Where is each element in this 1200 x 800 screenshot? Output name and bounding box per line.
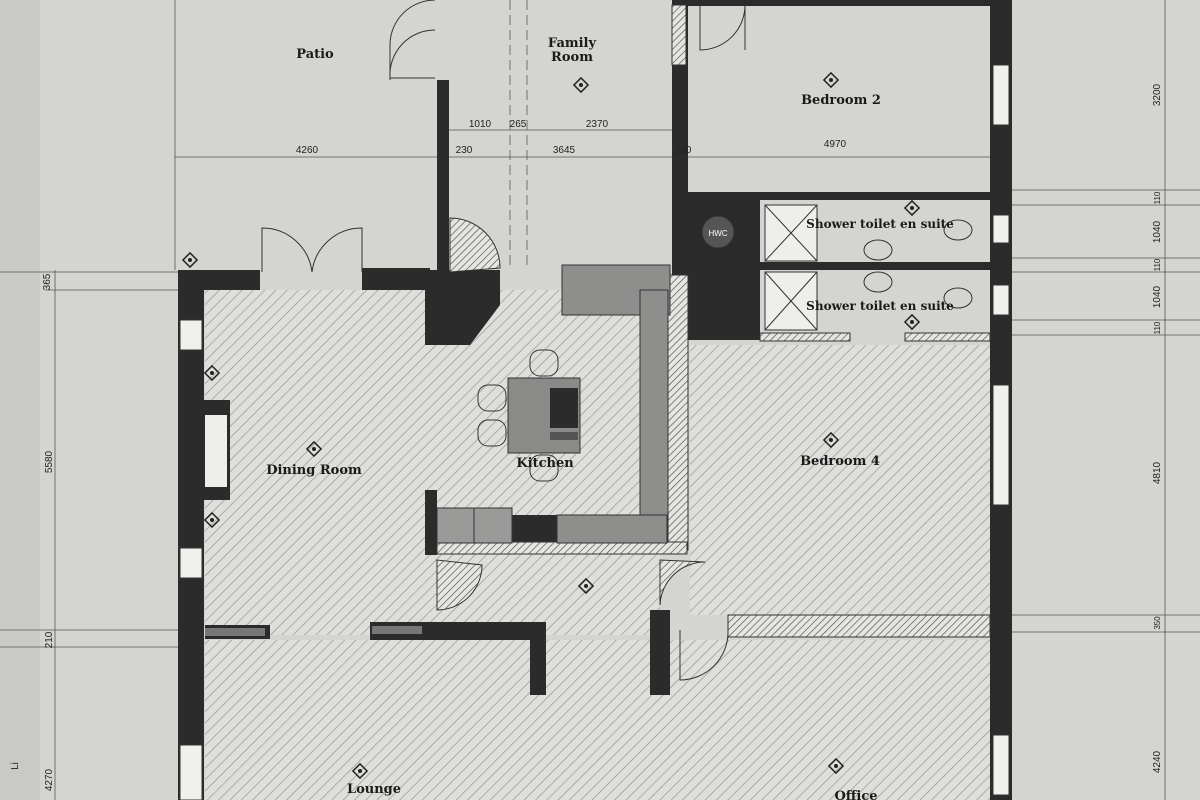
dim-4240: 4240	[1152, 750, 1163, 773]
dim-3645: 3645	[553, 145, 576, 156]
dim-110c: 110	[1153, 321, 1162, 334]
dim-li: Li	[10, 762, 21, 770]
dim-110b: 110	[1153, 258, 1162, 271]
dim-5580: 5580	[44, 450, 55, 473]
label-shower-1: Shower toilet en suite	[806, 217, 954, 231]
dim-110a: 110	[1153, 191, 1162, 204]
dim-2370: 2370	[586, 119, 609, 130]
dim-265: 265	[510, 119, 527, 130]
dim-365: 365	[42, 273, 53, 290]
dim-230b: 230	[675, 145, 692, 156]
bathroom-fixtures	[701, 204, 973, 331]
dim-230: 230	[456, 145, 473, 156]
label-kitchen: Kitchen	[516, 456, 574, 471]
dim-4270: 4270	[44, 768, 55, 791]
dim-210: 210	[44, 631, 55, 648]
label-patio: Patio	[296, 47, 334, 62]
hatched-floors	[205, 290, 990, 800]
label-office: Office	[834, 789, 877, 800]
label-hwc: HWC	[708, 229, 727, 238]
label-family-room-line2: Room	[551, 50, 593, 65]
dim-4260: 4260	[296, 145, 319, 156]
room-labels: Patio Family Room Bedroom 2 HWC Shower t…	[266, 36, 954, 800]
paper-shadow	[0, 0, 40, 800]
dim-1010: 1010	[469, 119, 492, 130]
dim-1040b: 1040	[1152, 285, 1163, 308]
light-fixtures	[181, 71, 921, 780]
dim-4810: 4810	[1152, 461, 1163, 484]
dim-4970: 4970	[824, 139, 847, 150]
dim-350: 350	[1153, 616, 1162, 630]
dim-3200: 3200	[1152, 83, 1163, 106]
kitchen-counters	[436, 264, 671, 544]
label-dining-room: Dining Room	[266, 463, 362, 478]
label-shower-2: Shower toilet en suite	[806, 299, 954, 313]
dim-1040: 1040	[1152, 220, 1163, 243]
dimension-labels: 1010 265 2370 4260 230 3645 230 4970 365…	[10, 83, 1163, 791]
label-family-room-line1: Family	[548, 36, 597, 51]
label-bedroom-2: Bedroom 2	[801, 93, 881, 108]
label-bedroom-4: Bedroom 4	[800, 454, 880, 469]
label-lounge: Lounge	[347, 782, 401, 797]
doors	[261, 0, 746, 681]
